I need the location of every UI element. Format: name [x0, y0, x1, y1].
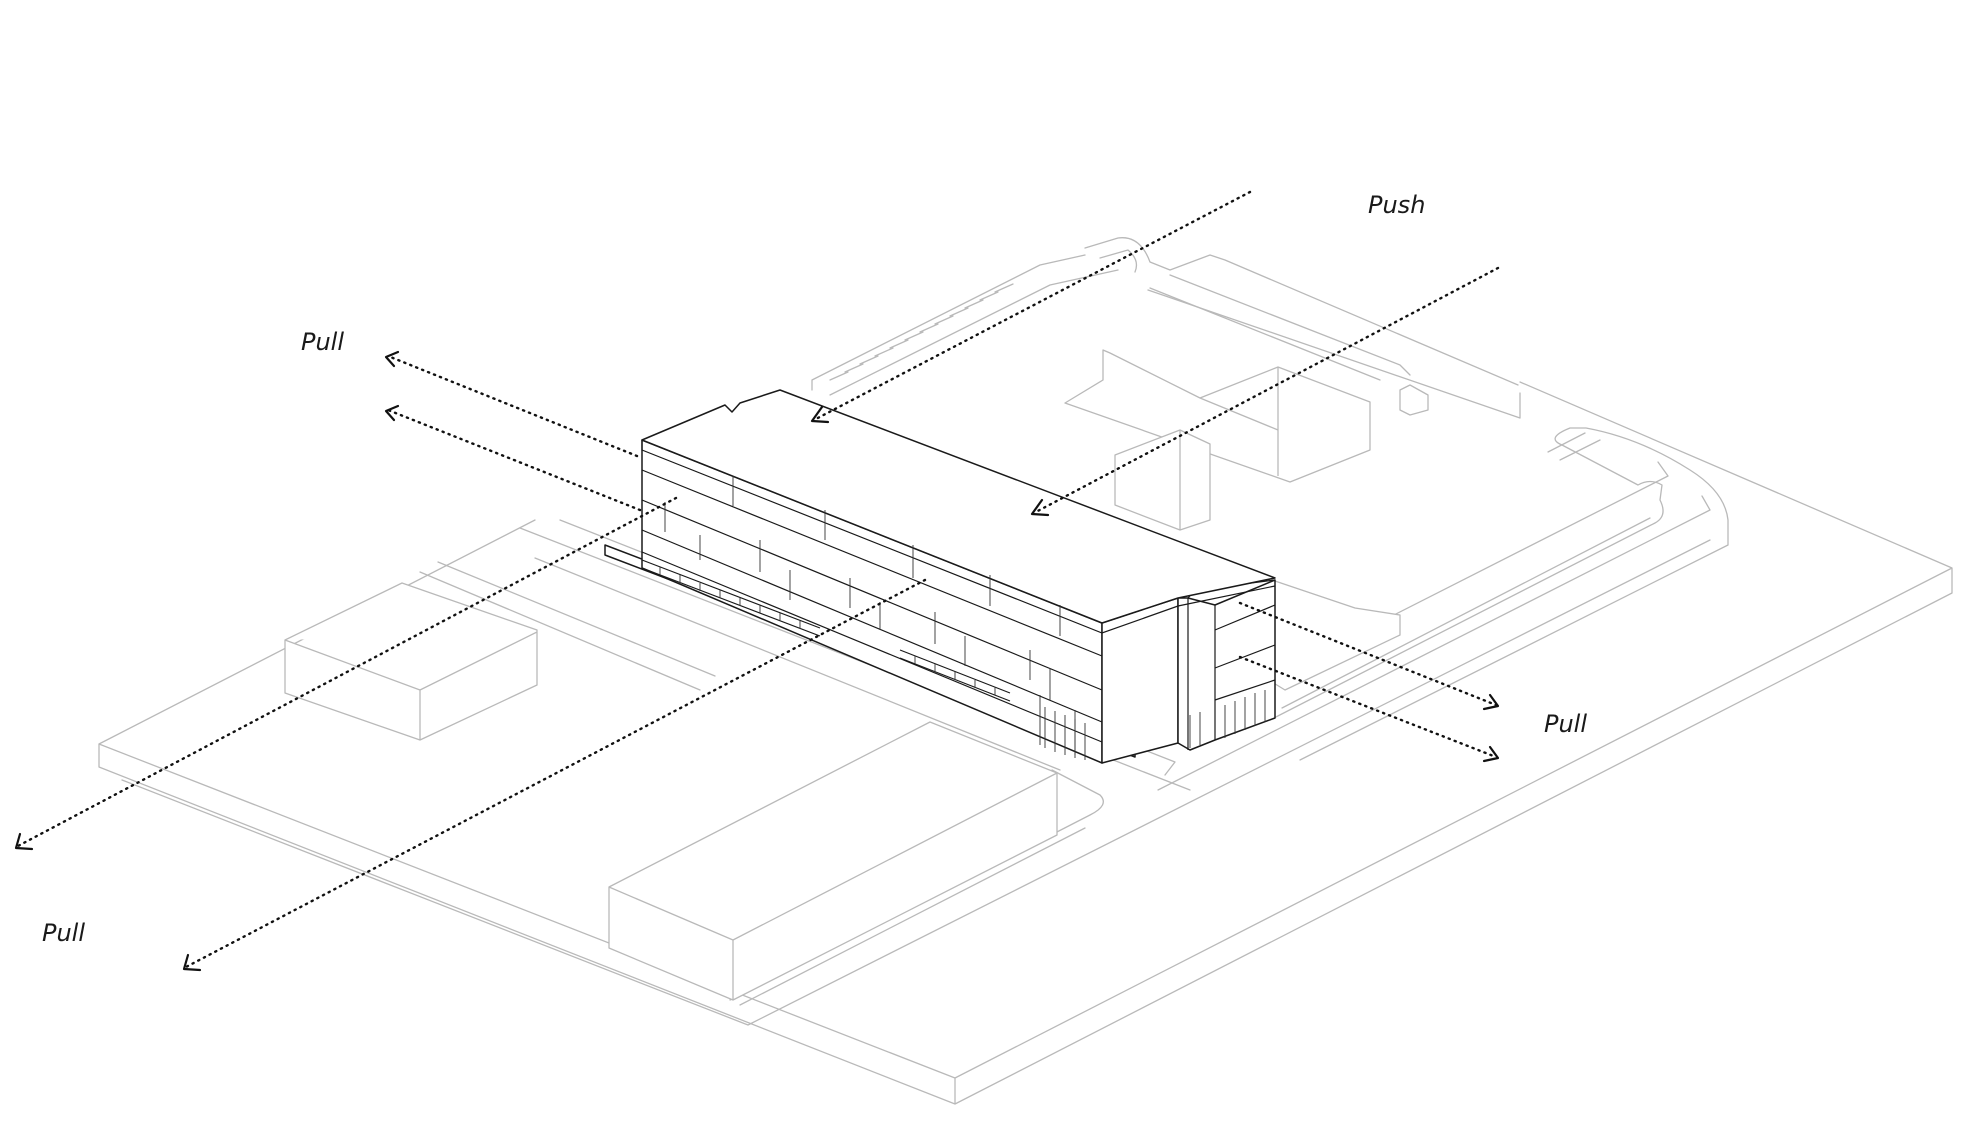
east-small-structure: [1271, 579, 1401, 691]
push-arrow-upper: [810, 190, 1252, 424]
roof-edge: [641, 440, 1276, 634]
lot-right: [1269, 427, 1729, 761]
ground-louvres: [1044, 690, 1266, 760]
label-pull-left-bottom: Pull: [42, 919, 85, 947]
lot-bottom: [729, 769, 1104, 1006]
roof-slab: [641, 389, 1276, 624]
label-pull-left-top: Pull: [301, 328, 344, 356]
label-pull-right: Pull: [1544, 710, 1587, 738]
back-building-mid: [1114, 429, 1211, 531]
canopy-strips: [641, 559, 1011, 702]
label-push: Push: [1368, 191, 1425, 219]
flow-arrows: [14, 190, 1500, 972]
stair-tower: [1177, 579, 1276, 751]
pull-arrow-left-lower-2: [182, 578, 927, 972]
canopy-mullions: [659, 567, 996, 695]
pull-arrow-left-upper-2: [384, 404, 642, 512]
pull-arrow-right-1: [1238, 601, 1500, 711]
end-facade: [1101, 597, 1179, 764]
parking-stripes: [829, 283, 1014, 381]
back-building-right: [1064, 349, 1371, 483]
lot-right-inner: [1281, 432, 1651, 709]
pull-arrow-left-upper-1: [384, 350, 639, 458]
facade-panels: [664, 476, 1076, 755]
push-arrow-lower: [1030, 266, 1500, 517]
pull-arrow-left-lower-1: [14, 496, 678, 851]
south-building: [608, 721, 1058, 1001]
pull-arrow-right-2: [1238, 655, 1500, 763]
back-small-box: [1399, 384, 1429, 416]
west-building: [284, 582, 538, 741]
stair-tower-edges: [1187, 579, 1276, 750]
facade-bands: [641, 469, 1103, 743]
back-lot: [811, 254, 1411, 396]
labels: Push Pull Pull Pull: [42, 191, 1587, 947]
main-building: [604, 389, 1276, 764]
